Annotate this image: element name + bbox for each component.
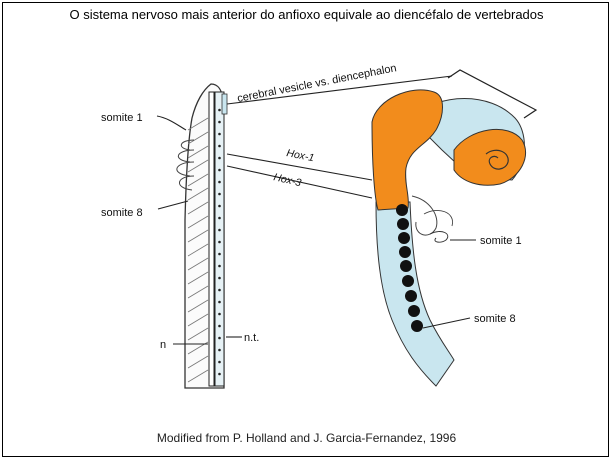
somite1-right-label: somite 1 [480, 235, 522, 247]
somite8-left-label: somite 8 [101, 207, 143, 219]
somite1-left-label: somite 1 [101, 112, 143, 124]
neural-tube [215, 92, 224, 386]
somite8-right-label: somite 8 [474, 313, 516, 325]
hox3-label: Hox-3 [272, 171, 302, 189]
cerebral-vesicle-label: cerebral vesicle vs. diencephalon [236, 62, 397, 105]
cerebral-vesicle [222, 94, 227, 114]
diencephalon-region [372, 90, 443, 210]
notochord [209, 92, 214, 386]
somite1-left-pointer [157, 116, 186, 130]
somite8-left-pointer [158, 201, 188, 209]
figure-credit: Modified from P. Holland and J. Garcia-F… [0, 431, 613, 445]
hox1-label: Hox-1 [285, 147, 315, 164]
vertebrate-embryo [372, 70, 536, 386]
nt-label: n.t. [244, 332, 259, 344]
n-label: n [160, 339, 166, 351]
